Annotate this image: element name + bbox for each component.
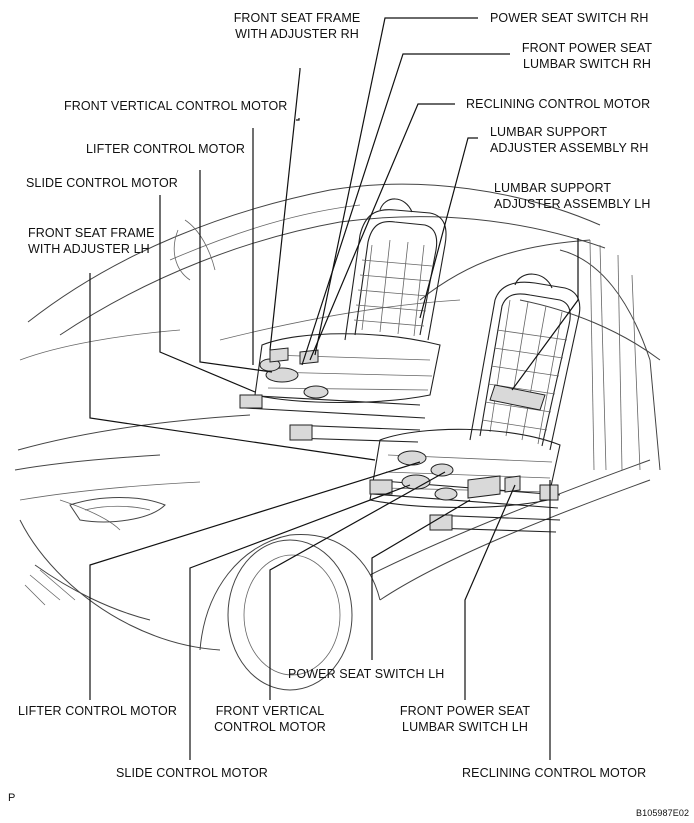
label-front-power-seat-lumbar-switch-lh: FRONT POWER SEAT LUMBAR SWITCH LH xyxy=(399,704,531,734)
rh-seat-frame xyxy=(239,198,447,443)
label-power-seat-switch-lh: POWER SEAT SWITCH LH xyxy=(288,667,445,681)
label-reclining-control-motor-bottom: RECLINING CONTROL MOTOR xyxy=(462,766,647,780)
lh-seat-frame xyxy=(369,273,581,533)
leader-lines xyxy=(89,17,579,760)
label-lumbar-support-adjuster-lh: LUMBAR SUPPORT ADJUSTER ASSEMBLY LH xyxy=(494,181,651,211)
label-slide-control-motor-top: SLIDE CONTROL MOTOR xyxy=(26,176,178,190)
label-front-seat-frame-rh: FRONT SEAT FRAME WITH ADJUSTER RH xyxy=(233,11,361,41)
label-power-seat-switch-rh: POWER SEAT SWITCH RH xyxy=(490,11,649,25)
label-lumbar-support-adjuster-rh: LUMBAR SUPPORT ADJUSTER ASSEMBLY RH xyxy=(490,125,649,155)
label-slide-control-motor-bottom: SLIDE CONTROL MOTOR xyxy=(116,766,268,780)
label-lifter-control-motor-bottom: LIFTER CONTROL MOTOR xyxy=(18,704,177,718)
label-front-power-seat-lumbar-switch-rh: FRONT POWER SEAT LUMBAR SWITCH RH xyxy=(521,41,653,71)
car-body-outline xyxy=(14,183,661,691)
corner-mark: P xyxy=(8,792,16,804)
label-front-vertical-control-motor-bottom: FRONT VERTICAL CONTROL MOTOR xyxy=(214,704,326,734)
figure-code: B105987E02 xyxy=(636,808,690,818)
label-front-seat-frame-lh: FRONT SEAT FRAME WITH ADJUSTER LH xyxy=(28,226,155,256)
label-front-vertical-control-motor-top: FRONT VERTICAL CONTROL MOTOR xyxy=(64,99,288,113)
label-reclining-control-motor-top: RECLINING CONTROL MOTOR xyxy=(466,97,651,111)
label-lifter-control-motor-top: LIFTER CONTROL MOTOR xyxy=(86,142,245,156)
